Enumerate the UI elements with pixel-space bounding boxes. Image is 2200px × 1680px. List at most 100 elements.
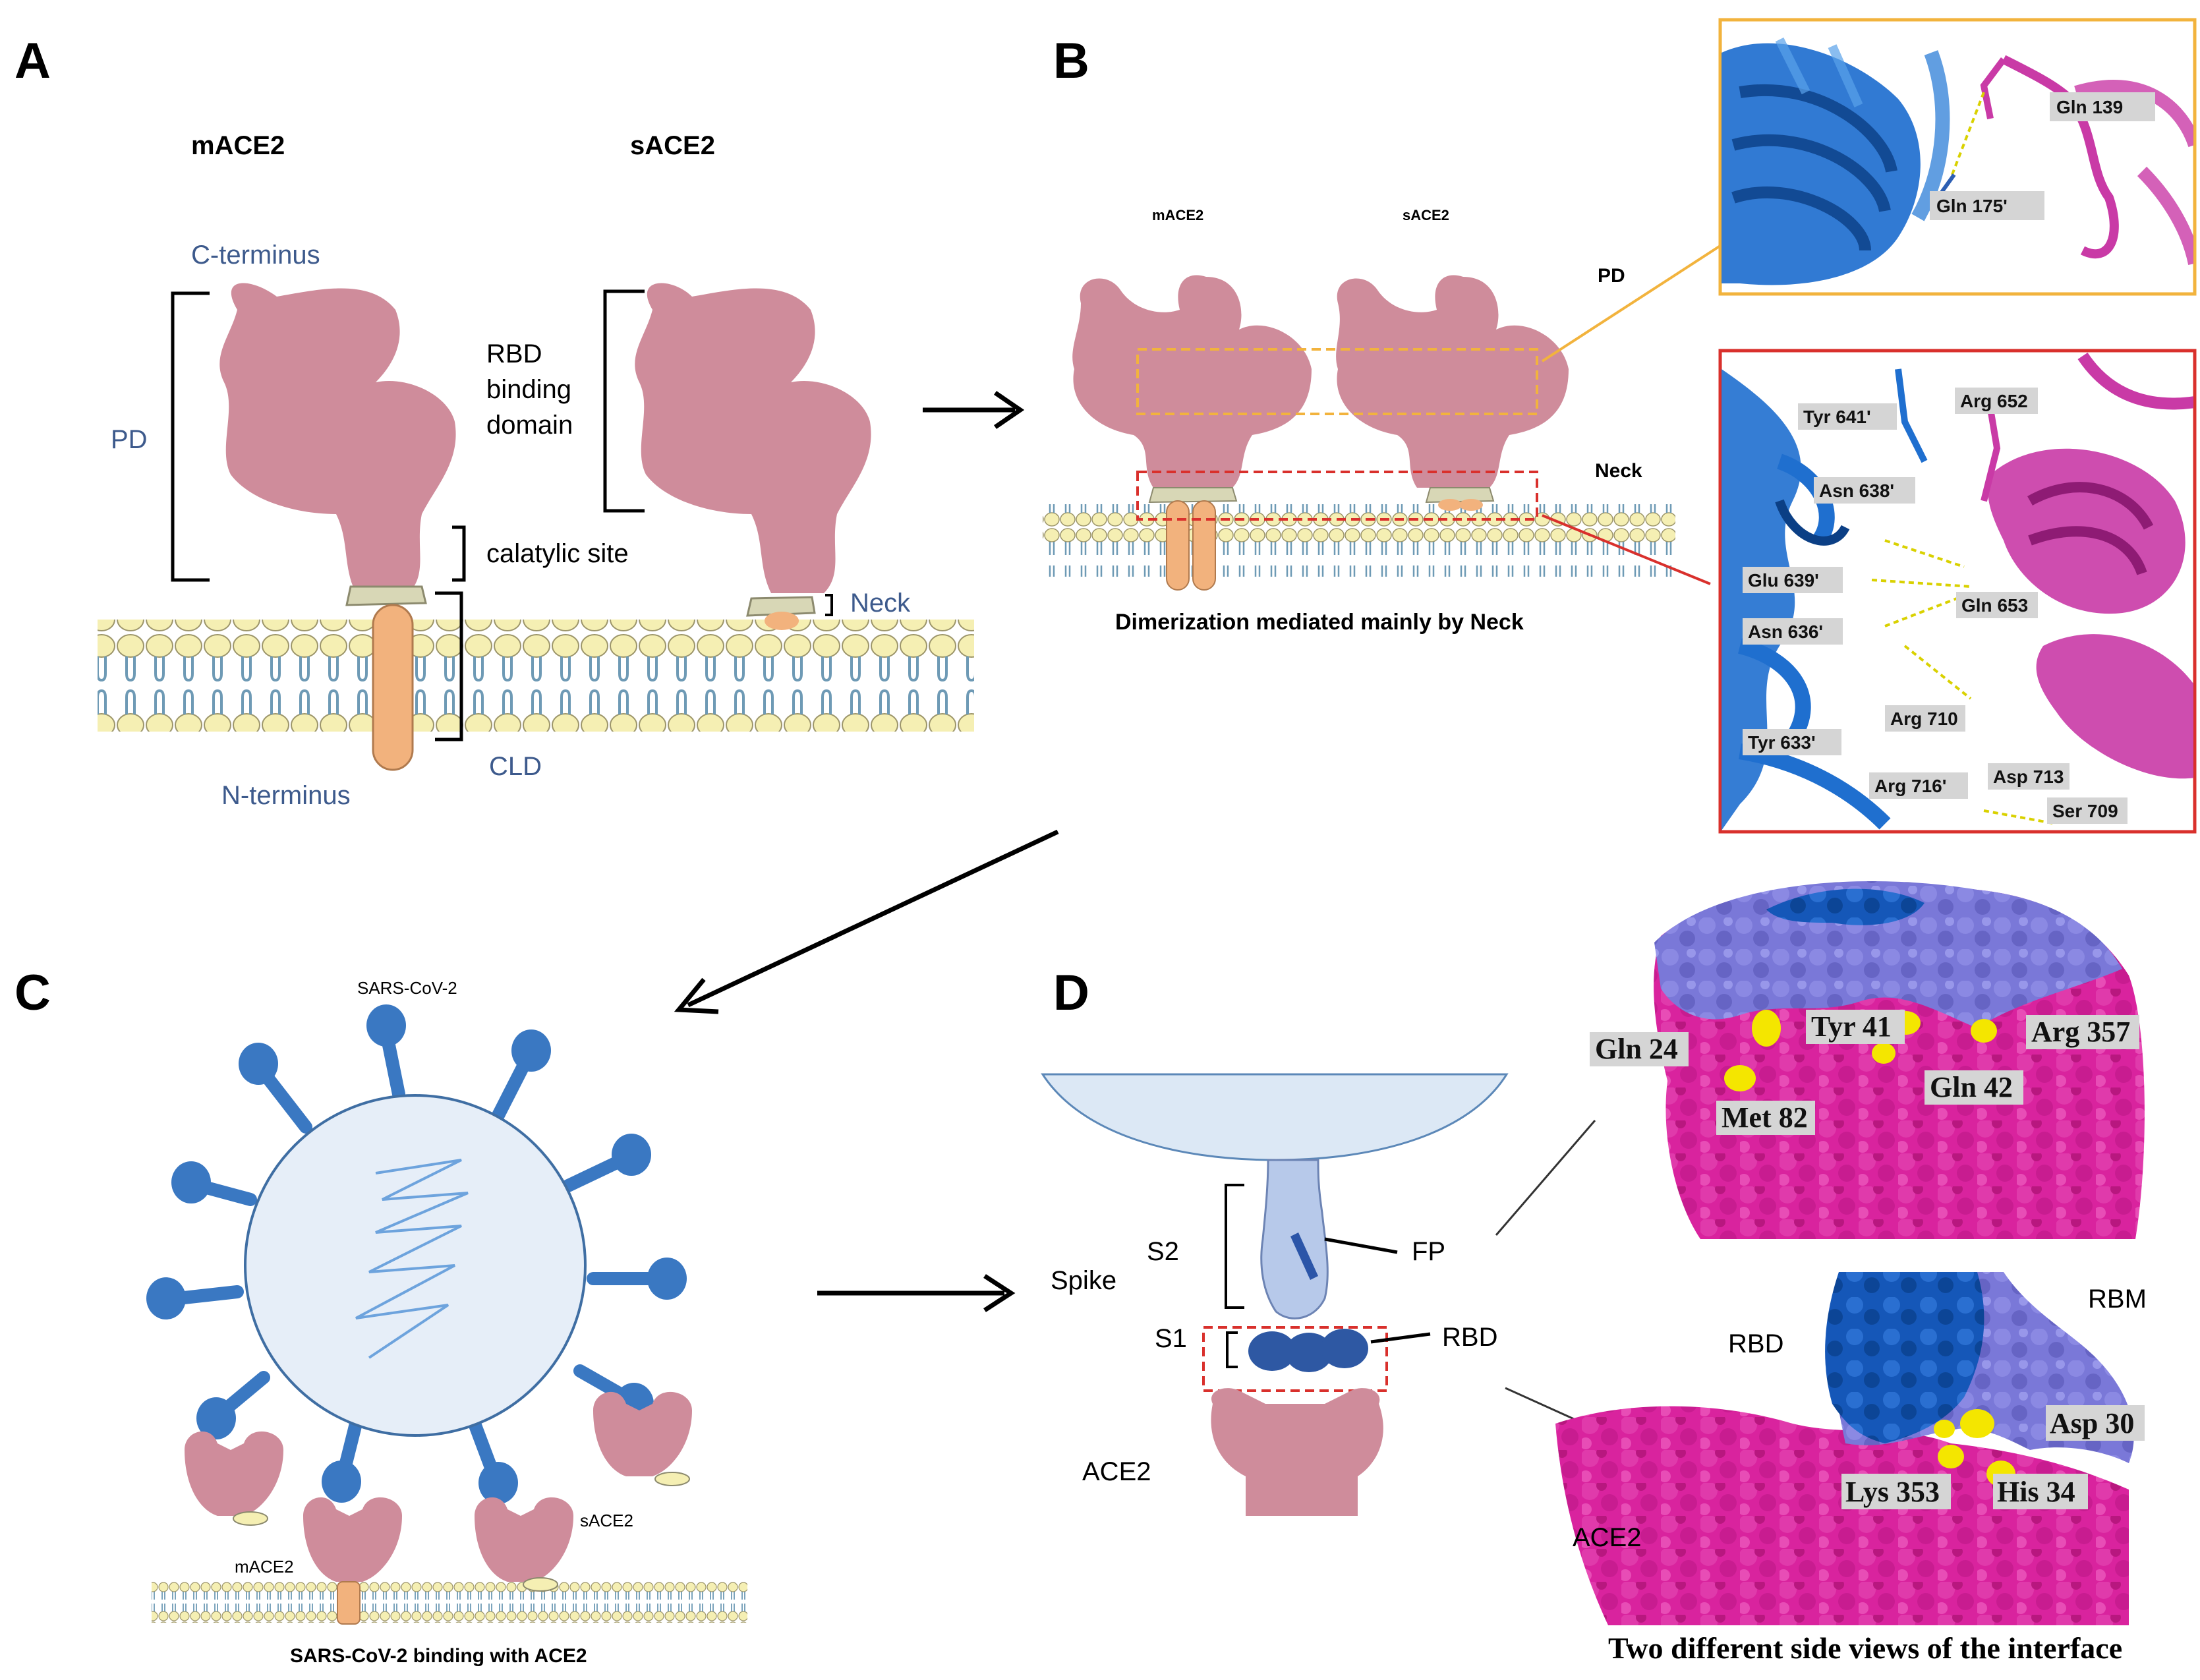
- res-asp-30: Asp 30: [2050, 1407, 2134, 1439]
- neck-zoom-structure: Tyr 641' Arg 652 Asn 638' Glu 639' Gln 6…: [1718, 349, 2197, 834]
- mace2-dimer-neck: [1148, 487, 1238, 504]
- rbd-label-surface: RBD: [1728, 1329, 1783, 1358]
- panel-b-letter: B: [1053, 33, 1089, 89]
- res-tyr-41: Tyr 41: [1811, 1010, 1892, 1043]
- res-tyr-641: Tyr 641': [1803, 407, 1871, 427]
- res-arg-716: Arg 716': [1874, 776, 1946, 796]
- catalytic-site-label: calatylic site: [486, 539, 629, 568]
- membrane-bilayer-a: [98, 620, 974, 732]
- tm-helix-1: [1166, 500, 1190, 591]
- sace2-stub-1: [1438, 499, 1462, 511]
- binding-caption: SARS-CoV-2 binding with ACE2: [290, 1645, 587, 1667]
- res-gln-42: Gln 42: [1930, 1071, 2013, 1103]
- mace2-label-c: mACE2: [235, 1557, 294, 1577]
- n-terminus-label: N-terminus: [221, 781, 351, 810]
- mace2-tm-c: [337, 1581, 361, 1625]
- rbd-binding-line-2: binding: [486, 375, 571, 404]
- panel-d-letter: D: [1053, 965, 1089, 1021]
- mace2-dimer-left: [1072, 275, 1312, 488]
- rbm-label-surface: RBM: [2088, 1285, 2147, 1314]
- virus-envelope: [1041, 1073, 1509, 1161]
- fp-label: FP: [1412, 1237, 1445, 1266]
- mace2-title: mACE2: [191, 131, 285, 160]
- sace2-small-label: sACE2: [1403, 207, 1449, 223]
- res-arg-710: Arg 710: [1890, 709, 1958, 729]
- panel-b: B mACE2 sACE2 PD Neck Dimerization media…: [1043, 18, 2197, 834]
- sace2-stub-2: [1459, 499, 1483, 511]
- sace2-cleaved-stub: [765, 612, 799, 630]
- res-arg-357: Arg 357: [2031, 1016, 2130, 1048]
- res-asp-713: Asp 713: [1993, 767, 2064, 787]
- s1-bracket: [1226, 1331, 1238, 1368]
- mace2-small-label: mACE2: [1152, 207, 1203, 223]
- rbd-interface-box: [1202, 1326, 1388, 1392]
- spike-label: Spike: [1051, 1266, 1116, 1295]
- neck-small-label: Neck: [1595, 460, 1642, 482]
- sace2-neck: [746, 596, 816, 617]
- dimerization-caption: Dimerization mediated mainly by Neck: [1115, 610, 1524, 635]
- res-gln-139: Gln 139: [2056, 97, 2123, 117]
- surface-view-bottom: Asp 30 Lys 353 His 34 RBD RBM ACE2: [1555, 1272, 2147, 1625]
- rbd-label-d: RBD: [1442, 1323, 1497, 1352]
- rbd-leader: [1370, 1332, 1431, 1344]
- arrow-right-icon: [923, 391, 1025, 429]
- pd-label: PD: [111, 425, 148, 454]
- panel-a-letter: A: [14, 33, 51, 89]
- res-ser-709: Ser 709: [2052, 801, 2118, 821]
- pd-small-label: PD: [1598, 265, 1625, 287]
- ace2-receptor-d: [1211, 1388, 1383, 1516]
- mace2-peptidase-domain: [219, 283, 456, 593]
- zoom-line-top: [1495, 1120, 1596, 1236]
- res-his-34: His 34: [1997, 1476, 2075, 1508]
- membrane-bilayer-b: [1043, 504, 1675, 577]
- neck-zoom-line: [1542, 514, 1711, 585]
- mace2-neck: [345, 585, 427, 606]
- sace2-peptidase-domain: [635, 283, 871, 593]
- res-gln-24: Gln 24: [1595, 1033, 1678, 1065]
- res-glu-639: Glu 639': [1748, 570, 1819, 591]
- mace2-transmembrane-helix: [372, 604, 414, 771]
- ace2-label-d: ACE2: [1082, 1457, 1151, 1486]
- sace2-label-c: sACE2: [580, 1511, 633, 1530]
- cld-label: CLD: [489, 752, 542, 781]
- res-tyr-633: Tyr 633': [1748, 732, 1816, 753]
- spike-proteins: [146, 1004, 687, 1504]
- sace2-stub-c2: [523, 1577, 558, 1592]
- s2-label: S2: [1147, 1237, 1179, 1266]
- viral-rna: [355, 1159, 469, 1359]
- panel-d: D S2 Spike S1 ACE2 FP RBD: [1041, 881, 2147, 1665]
- neck-bracket: [825, 594, 833, 616]
- res-met-82: Met 82: [1722, 1101, 1808, 1134]
- cld-bracket: [435, 591, 463, 741]
- ace2-label-surface: ACE2: [1573, 1523, 1642, 1552]
- sace2-dimer-right: [1336, 275, 1569, 488]
- panel-c: C SARS-CoV-2: [14, 965, 747, 1667]
- neck-label: Neck: [850, 589, 911, 618]
- pd-bracket: [171, 291, 210, 582]
- s1-label: S1: [1155, 1324, 1187, 1353]
- sace2-title: sACE2: [630, 131, 715, 160]
- tm-helix-2: [1192, 500, 1216, 591]
- c-terminus-label: C-terminus: [191, 241, 320, 270]
- rbd-binding-line-1: RBD: [486, 339, 542, 368]
- res-asn-638: Asn 638': [1819, 480, 1894, 501]
- interface-caption: Two different side views of the interfac…: [1608, 1631, 2122, 1665]
- spike-s1-rbd: [1248, 1329, 1368, 1372]
- pd-zoom-line: [1541, 236, 1735, 362]
- sace2-stub-c3: [654, 1472, 690, 1486]
- surface-view-top: Gln 24 Tyr 41 Arg 357 Gln 42 Met 82: [1590, 881, 2145, 1239]
- fp-leader: [1324, 1237, 1398, 1254]
- s2-bracket: [1225, 1184, 1244, 1309]
- panel-c-letter: C: [14, 965, 51, 1021]
- membrane-bilayer-c: [152, 1582, 747, 1623]
- rbd-binding-line-3: domain: [486, 411, 573, 440]
- pd-zoom-structure: Gln 139 Gln 175': [1718, 18, 2197, 296]
- res-gln-653: Gln 653: [1961, 595, 2028, 616]
- fusion-peptide: [1290, 1232, 1318, 1280]
- arrow-right-icon-2: [817, 1274, 1016, 1312]
- neck-interface-box: [1136, 471, 1538, 521]
- res-arg-652: Arg 652: [1960, 391, 2028, 411]
- rbd-binding-bracket: [603, 289, 645, 513]
- catalytic-site-bracket: [452, 525, 466, 582]
